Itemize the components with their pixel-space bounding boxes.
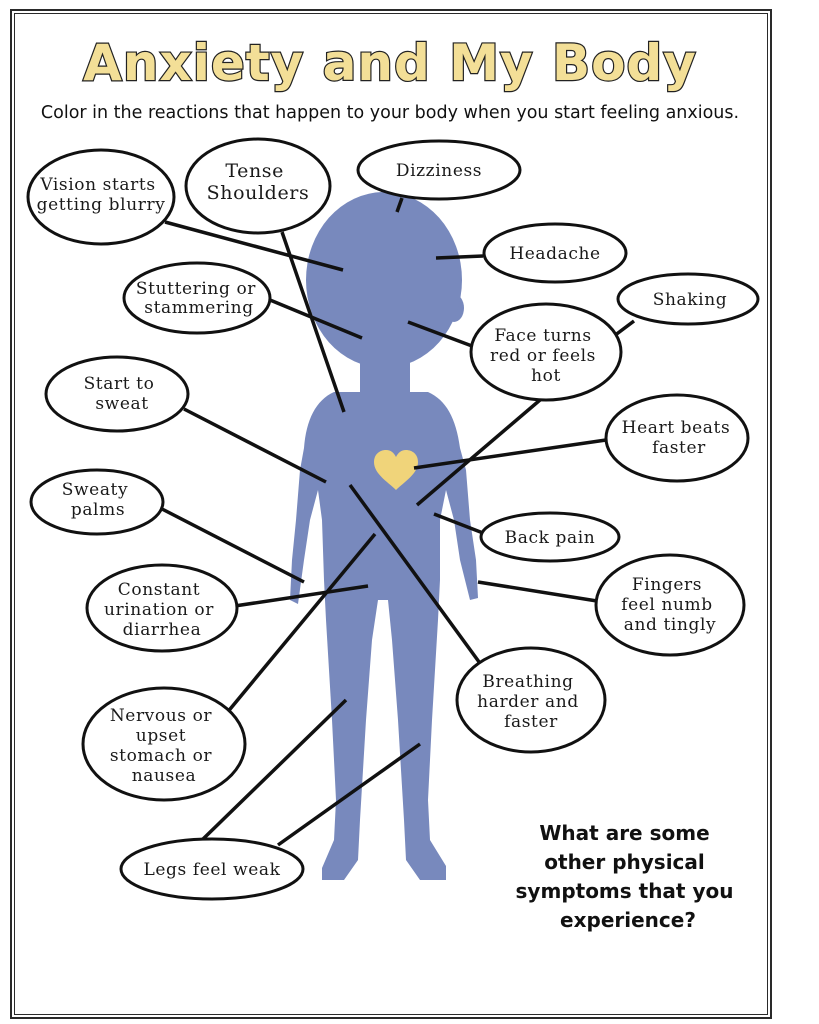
bubble-urination-text: Constant urination or diarrhea — [104, 580, 220, 640]
page-border — [10, 9, 772, 1019]
bubble-legs[interactable]: Legs feel weak — [119, 837, 305, 901]
line-legs-left — [200, 698, 348, 842]
line-fingers — [477, 580, 598, 603]
neck-shape — [360, 350, 410, 392]
heart-icon[interactable] — [374, 450, 418, 490]
line-breathing — [348, 483, 484, 668]
line-urination — [227, 584, 369, 609]
bubble-shaking[interactable]: Shaking — [616, 272, 760, 326]
line-tense — [280, 231, 346, 413]
bubble-sweat[interactable]: Start to sweat — [44, 355, 190, 433]
bubble-breathing[interactable]: Breathing harder and faster — [455, 646, 607, 754]
bubble-stomach-text: Nervous or upset stomach or nausea — [110, 706, 218, 786]
line-vision — [164, 220, 344, 272]
bubble-shaking-text: Shaking — [653, 290, 728, 310]
bubble-palms[interactable]: Sweaty palms — [29, 468, 165, 536]
bubble-dizziness[interactable]: Dizziness — [356, 139, 522, 201]
leader-lines — [161, 197, 636, 847]
line-heart — [413, 438, 607, 470]
bubble-heart[interactable]: Heart beats faster — [604, 393, 750, 483]
line-sweat — [183, 407, 327, 484]
bubble-face-text: Face turns red or feels hot — [490, 326, 602, 386]
bubble-stuttering-text: Stuttering or stammering — [136, 279, 262, 318]
line-legs-right — [276, 742, 422, 847]
line-palms — [161, 507, 305, 584]
bubble-back-text: Back pain — [505, 528, 596, 548]
torso-and-legs-shape — [290, 392, 478, 880]
bubble-face[interactable]: Face turns red or feels hot — [469, 302, 623, 402]
bubble-headache[interactable]: Headache — [482, 222, 628, 284]
line-shaking — [612, 319, 636, 338]
reflection-question: What are some other physical symptoms th… — [516, 821, 741, 932]
bubble-sweat-text: Start to sweat — [84, 374, 161, 414]
bubble-tense-text: Tense Shoulders — [207, 160, 310, 204]
line-stomach — [224, 532, 377, 716]
page-inner-border — [14, 13, 768, 1015]
bubble-legs-text: Legs feel weak — [143, 860, 280, 880]
bubble-vision-text: Vision starts getting blurry — [37, 175, 166, 215]
line-stuttering — [269, 298, 363, 340]
bubble-fingers[interactable]: Fingers feel numb and tingly — [594, 553, 746, 657]
bubble-stuttering[interactable]: Stuttering or stammering — [122, 261, 272, 335]
bubble-breathing-text: Breathing harder and faster — [477, 672, 585, 732]
bubble-tense-shoulders[interactable]: Tense Shoulders — [184, 137, 332, 235]
bubble-urination[interactable]: Constant urination or diarrhea — [85, 563, 239, 653]
head-shape — [306, 192, 462, 368]
line-headache — [435, 254, 484, 260]
line-dizziness — [395, 197, 404, 213]
bubble-stomach[interactable]: Nervous or upset stomach or nausea — [81, 686, 247, 802]
bubble-heart-text: Heart beats faster — [622, 418, 737, 458]
line-back — [433, 512, 484, 535]
line-face — [407, 320, 473, 348]
bubble-headache-text: Headache — [509, 244, 600, 264]
bubble-fingers-text: Fingers feel numb and tingly — [621, 575, 719, 635]
line-face-body — [415, 398, 542, 507]
instructions-text: Color in the reactions that happen to yo… — [41, 103, 739, 123]
bubble-vision[interactable]: Vision starts getting blurry — [26, 148, 176, 246]
body-silhouette[interactable] — [290, 192, 478, 880]
page-title: Anxiety and My Body — [83, 34, 697, 92]
bubble-palms-text: Sweaty palms — [62, 480, 134, 520]
bubble-back[interactable]: Back pain — [479, 511, 621, 563]
bubble-dizziness-text: Dizziness — [396, 161, 482, 181]
